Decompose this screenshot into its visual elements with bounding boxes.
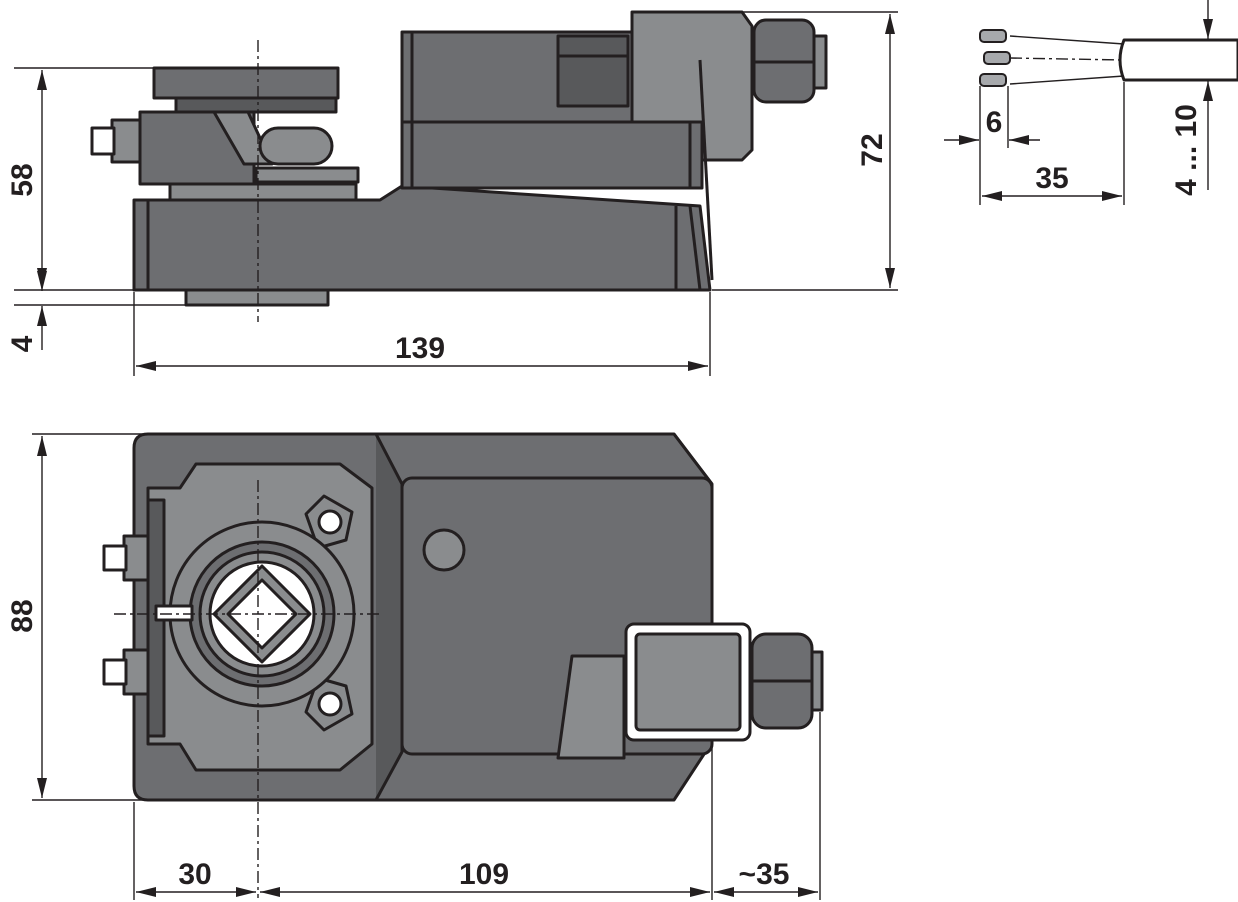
side-clamp-slot [254, 166, 360, 184]
cable-wire-2-lead [1009, 57, 1125, 61]
side-housing-step [698, 59, 714, 281]
dim-35-label: 35 [1035, 162, 1068, 195]
dim-88-label: 88 [6, 599, 39, 632]
side-bolt-stud [90, 126, 116, 156]
top-cover-indicator [422, 528, 466, 572]
top-connection-box-inner [634, 632, 742, 732]
top-gland-nose [810, 650, 824, 712]
top-bolt-upper-nut [122, 534, 150, 582]
cable-wire-2 [983, 51, 1011, 65]
top-bolt-upper-stud [102, 544, 128, 572]
dim-diam-label: 4 ... 10 [1170, 104, 1203, 196]
side-motor-window [556, 34, 630, 108]
dim-139-label: 139 [395, 332, 445, 365]
dim-gland-label: ~35 [739, 858, 790, 891]
side-shaft-plate [184, 288, 330, 307]
side-bolt-nut [110, 118, 142, 164]
top-shaft-pointer [154, 604, 194, 622]
top-view: 88 30 109 ~35 [6, 432, 824, 900]
top-housing-diag [672, 433, 714, 485]
dim-30-label: 30 [178, 858, 211, 891]
cable-detail: 6 35 4 ... 10 [944, 0, 1238, 205]
side-top-clamp-plate [152, 66, 340, 100]
cable-core-bundle [1009, 35, 1125, 85]
dim-109-label: 109 [459, 858, 509, 891]
top-override-lever [556, 654, 626, 760]
side-gland-nose [812, 34, 828, 90]
side-base-edge [688, 205, 702, 291]
side-base-housing [132, 184, 712, 292]
cable-jacket [1118, 38, 1238, 82]
cable-wire-1 [979, 29, 1007, 43]
dim-4-label: 4 [6, 335, 39, 352]
side-gland-housing [630, 10, 754, 162]
side-clamp-bolt-slot [258, 126, 334, 166]
top-lobe-hole-upper [317, 509, 343, 535]
top-raised-panel [374, 433, 404, 801]
side-view: 58 4 72 139 [6, 10, 898, 376]
side-clamp-plate-lower [174, 96, 338, 114]
dim-6-label: 6 [986, 106, 1003, 139]
cable-wire-3 [979, 73, 1007, 87]
side-clamp-foot [168, 182, 358, 202]
top-lobe-hole-lower [317, 691, 343, 717]
dim-72-label: 72 [856, 133, 889, 166]
top-bolt-lower-stud [102, 658, 128, 686]
top-bolt-lower-nut [122, 648, 150, 696]
dim-58-label: 58 [6, 163, 39, 196]
